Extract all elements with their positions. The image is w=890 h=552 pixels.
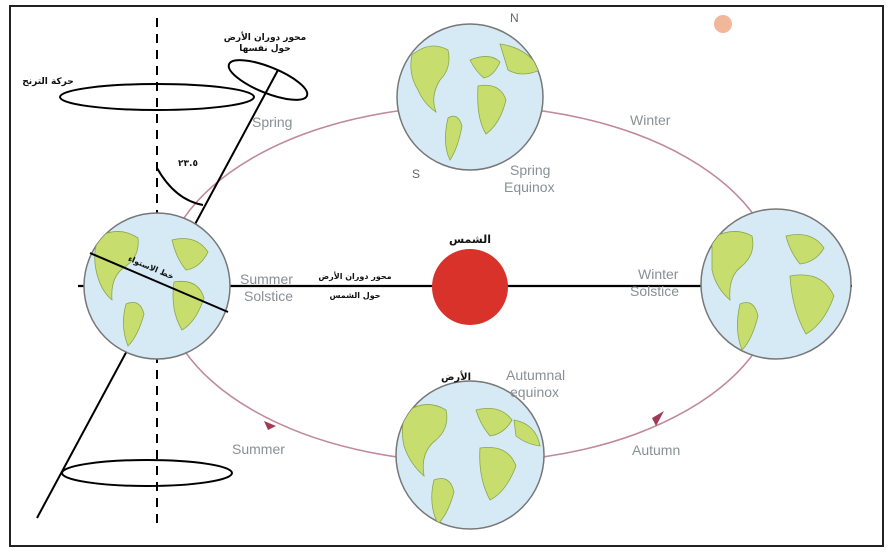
- precession-ellipse-bottom: [61, 459, 233, 487]
- spring-equinox-label-2: Equinox: [504, 179, 555, 195]
- earth-globe-icon: [700, 208, 852, 360]
- sun-icon: [432, 249, 508, 325]
- spring-label: Spring: [252, 114, 292, 130]
- earth-globe-icon: [396, 23, 544, 171]
- north-pole-label: N: [510, 11, 519, 25]
- orbit-axis-label-1: محور دوران الأرض: [318, 271, 391, 282]
- orbit-axis-label-2: حول الشمس: [329, 291, 380, 301]
- winter-solstice-label-2: Solstice: [630, 283, 679, 299]
- sun-label: الشمس: [449, 233, 491, 246]
- winter-solstice-label-1: Winter: [638, 266, 679, 282]
- orbit-arrow-icon: [652, 411, 664, 426]
- earth-globe-icon: [395, 380, 545, 530]
- summer-solstice-label-2: Solstice: [244, 288, 293, 304]
- spring-equinox-label-1: Spring: [510, 162, 550, 178]
- autumnal-equinox-label-2: equinox: [510, 384, 559, 400]
- winter-label: Winter: [630, 112, 671, 128]
- frame: [9, 5, 884, 547]
- tilt-angle-label: ٢٣.٥: [178, 159, 198, 169]
- south-pole-label: S: [412, 167, 420, 181]
- precession-label: حركة الترنح: [22, 77, 74, 87]
- precession-ellipse-top: [59, 83, 255, 111]
- earth-label: الأرض: [441, 370, 471, 383]
- axis-spin-ellipse: [227, 59, 309, 101]
- summer-solstice-label-1: Summer: [240, 271, 293, 287]
- tilt-angle-arc: [156, 167, 204, 206]
- autumnal-equinox-label-1: Autumnal: [506, 367, 565, 383]
- earth-globe-icon: [83, 212, 231, 360]
- summer-label: Summer: [232, 441, 285, 457]
- autumn-label: Autumn: [632, 442, 680, 458]
- earth-axis-label-1: محور دوران الأرض: [224, 31, 306, 43]
- equator-line: [89, 252, 229, 313]
- small-sun-icon: [714, 15, 732, 33]
- orbit-arrow-icon: [264, 421, 276, 430]
- earth-axis-label-2: حول نفسها: [239, 44, 290, 54]
